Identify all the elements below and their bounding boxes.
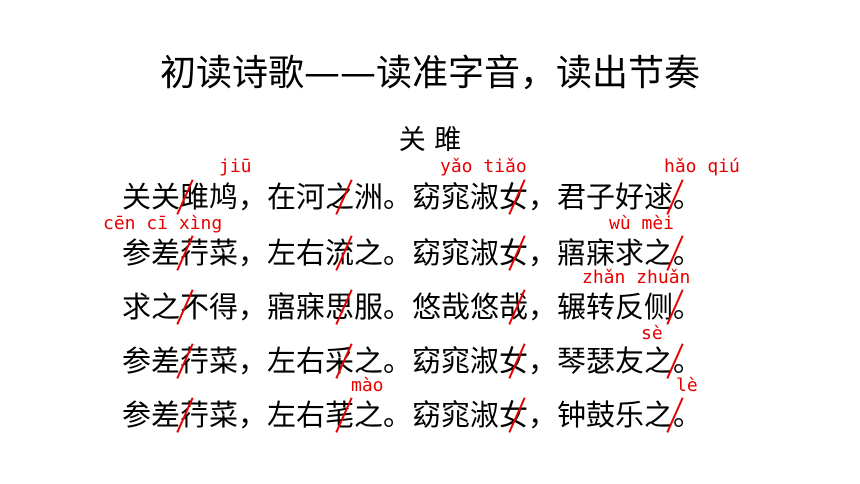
poem-line: 参差荇菜，左右芼之。窈窕淑女，钟鼓乐之。	[0, 395, 860, 435]
poem-line: 参差荇菜，左右流之。窈窕淑女，寤寐求之。	[0, 233, 860, 273]
poem-line: 关关雎鸠，在河之洲。窈窕淑女，君子好逑。	[0, 177, 860, 217]
pinyin-annotation: cēn cī xìng	[103, 213, 223, 234]
poem-line-text: 参差荇菜，左右芼之。窈窕淑女，钟鼓乐之。	[122, 398, 703, 432]
poem-line: 参差荇菜，左右采之。窈窕淑女，琴瑟友之。	[0, 341, 860, 381]
poem-line-text: 求之不得，寤寐思服。悠哉悠哉，辗转反侧。	[122, 290, 703, 324]
poem-line-text: 关关雎鸠，在河之洲。窈窕淑女，君子好逑。	[122, 180, 703, 214]
slide-title: 初读诗歌——读准字音，读出节奏	[159, 53, 700, 94]
pinyin-annotation: hǎo qiú	[664, 156, 740, 177]
pinyin-annotation: yǎo tiǎo	[440, 156, 527, 177]
poem-line-text: 参差荇菜，左右流之。窈窕淑女，寤寐求之。	[122, 236, 703, 270]
pinyin-annotation: lè	[676, 375, 698, 396]
poem-line: 求之不得，寤寐思服。悠哉悠哉，辗转反侧。	[0, 287, 860, 327]
pinyin-annotation: zhǎn zhuǎn	[582, 267, 691, 288]
pinyin-annotation: sè	[641, 323, 663, 344]
poem-line-text: 参差荇菜，左右采之。窈窕淑女，琴瑟友之。	[122, 344, 703, 378]
poem-title: 关 雎	[398, 125, 462, 156]
pinyin-annotation: jiū	[219, 156, 252, 177]
pinyin-annotation: mào	[351, 375, 384, 396]
pinyin-annotation: wù mèi	[609, 213, 675, 234]
